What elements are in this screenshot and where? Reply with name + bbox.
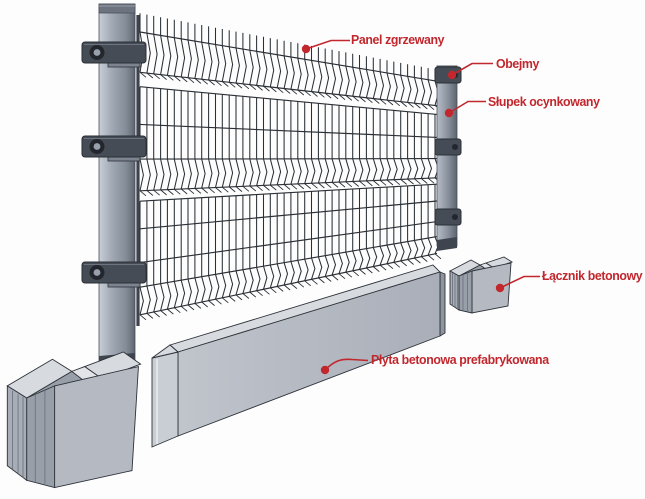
leader-lacznik [499, 275, 540, 289]
leader-dot [495, 283, 505, 293]
right-post [434, 65, 462, 251]
leader-dot [447, 70, 457, 80]
plate-left-end [151, 351, 179, 448]
mesh-horizontal-wires [139, 31, 438, 316]
concrete-connector-large [7, 352, 140, 488]
left-post-clamps [81, 41, 147, 288]
label-concrete-connector: Łącznik betonowy [542, 268, 643, 283]
precast-concrete-plate [151, 264, 446, 448]
clamp [434, 138, 462, 156]
leader-dots [301, 44, 505, 375]
leader-lines [305, 39, 540, 371]
leader-dot [444, 108, 454, 118]
label-galvanized-post: Słupek ocynkowany [488, 94, 600, 109]
leader-dot [320, 365, 330, 375]
label-clamps: Obejmy [496, 56, 540, 71]
mesh-chevron-bands [139, 31, 439, 315]
leader-obejmy [451, 62, 493, 76]
block-top-right [85, 352, 141, 379]
label-precast-concrete-plate: Płyta betonowa prefabrykowana [371, 352, 549, 367]
leader-slupek [448, 100, 486, 114]
leader-panel [305, 39, 350, 50]
block-top-right [486, 257, 512, 268]
block-left-flange [7, 386, 26, 480]
mesh-bend-hatch [139, 71, 442, 321]
clamp-bolt-hole [452, 144, 458, 150]
block-front-face [472, 263, 511, 313]
right-post-bottom [437, 237, 457, 251]
left-post-cap [98, 3, 136, 14]
clamp [81, 41, 147, 68]
clamp-bolt-hole [452, 214, 458, 220]
concrete-connector-small [450, 257, 512, 313]
mesh-vertical-wires [139, 13, 436, 288]
clamp [434, 208, 462, 226]
block-front-face [55, 367, 139, 488]
clamp [81, 135, 147, 162]
plate-right-end [439, 271, 446, 337]
leader-dot [301, 44, 311, 54]
label-welded-panel: Panel zgrzewany [351, 32, 445, 47]
clamp [81, 261, 147, 288]
